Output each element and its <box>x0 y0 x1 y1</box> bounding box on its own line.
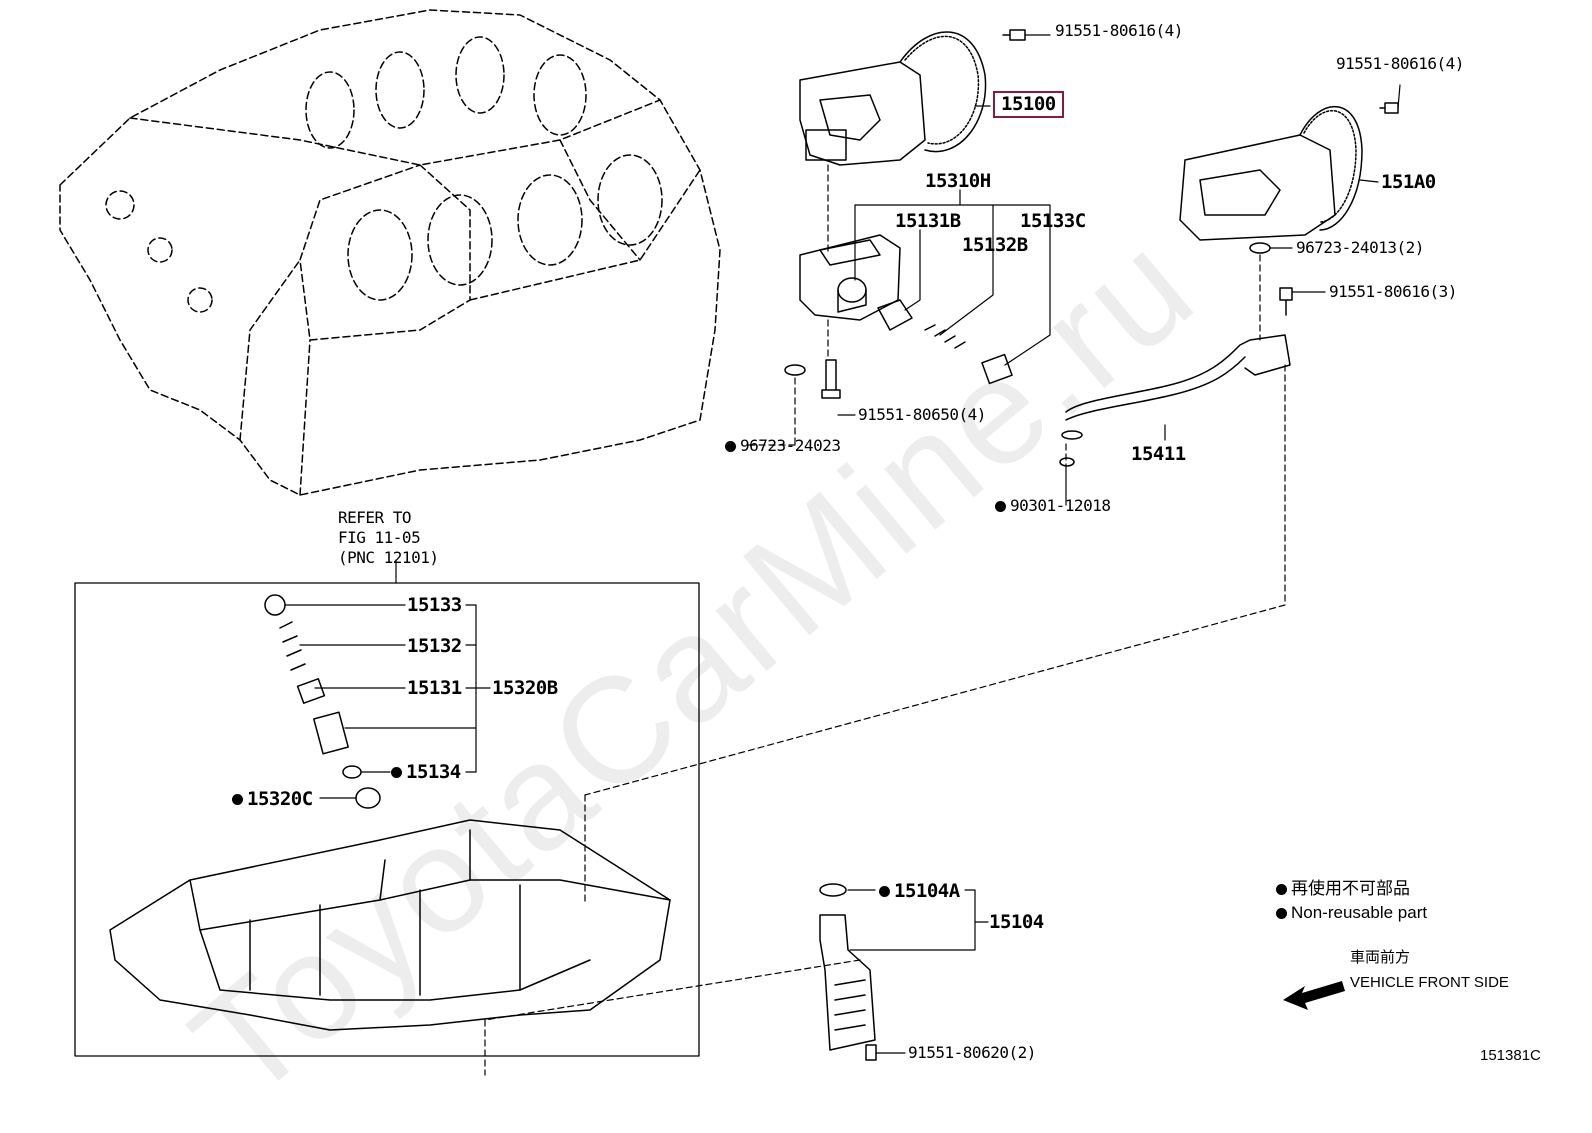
label-15320B: 15320B <box>492 677 558 699</box>
label-151A0: 151A0 <box>1381 171 1436 193</box>
non-reusable-dot-icon <box>995 501 1006 512</box>
refer-note: REFER TO FIG 11-05 (PNC 12101) <box>338 508 439 568</box>
label-15134: 15134 <box>391 763 461 782</box>
refer-line-2: FIG 11-05 <box>338 528 421 547</box>
non-reusable-dot-icon <box>725 441 736 452</box>
front-label-english: VEHICLE FRONT SIDE <box>1350 974 1509 991</box>
label-15132B: 15132B <box>962 234 1028 256</box>
oil-pan-group-box <box>74 582 700 1057</box>
label-96723-24023: 96723-24023 <box>725 438 841 454</box>
label-91551-80616-3: 91551-80616(3) <box>1329 282 1457 301</box>
label-91551-80616-4b: 91551-80616(4) <box>1336 54 1464 73</box>
label-15133: 15133 <box>407 594 462 616</box>
label-91551-80620: 91551-80620(2) <box>908 1043 1036 1062</box>
legend-japanese: 再使用不可部品 <box>1276 880 1410 897</box>
oil-pan-illustration <box>109 819 671 1031</box>
relief-valve-components-illustration <box>264 594 381 809</box>
leader-lines <box>284 34 1401 1054</box>
vehicle-front-arrow-icon <box>1283 981 1345 1010</box>
label-15132: 15132 <box>407 635 462 657</box>
engine-block-illustration <box>59 9 721 496</box>
front-label-japanese: 車両前方 <box>1350 949 1411 966</box>
label-15104A: 15104A <box>879 882 960 901</box>
non-reusable-dot-icon <box>232 794 243 805</box>
label-91551-80616-4a: 91551-80616(4) <box>1055 21 1183 40</box>
label-91551-80650: 91551-80650(4) <box>858 405 986 424</box>
label-15310H: 15310H <box>925 170 991 192</box>
label-15104: 15104 <box>989 911 1044 933</box>
oil-strainer-illustration <box>819 883 877 1061</box>
label-96723-24013: 96723-24013(2) <box>1296 238 1424 257</box>
label-15131: 15131 <box>407 677 462 699</box>
legend-dot-icon <box>1276 908 1287 920</box>
legend-english: Non-reusable part <box>1276 904 1427 921</box>
cylinder-bores <box>105 36 663 313</box>
bolt-illustrations <box>821 29 1399 399</box>
non-reusable-dot-icon <box>879 886 890 897</box>
label-15131B: 15131B <box>895 210 961 232</box>
label-15320C: 15320C <box>232 790 313 809</box>
oil-pump-illustration <box>799 31 987 166</box>
parts-diagram <box>59 9 1401 1076</box>
relief-valve-parts-illustration <box>784 299 1013 385</box>
label-15100-highlighted[interactable]: 15100 <box>993 91 1064 118</box>
legend-dot-icon <box>1276 884 1287 896</box>
relief-valve-housing-illustration <box>799 234 901 321</box>
strainer-pipe-illustration <box>1059 242 1291 467</box>
dashed-leader-lines <box>484 164 1286 1076</box>
label-90301-12018: 90301-12018 <box>995 498 1111 514</box>
refer-line-1: REFER TO <box>338 508 412 527</box>
refer-line-3: (PNC 12101) <box>338 548 439 567</box>
label-15133C: 15133C <box>1020 210 1086 232</box>
label-15411: 15411 <box>1131 443 1186 465</box>
figure-id: 151381C <box>1480 1047 1541 1064</box>
non-reusable-dot-icon <box>391 767 402 778</box>
oil-pump-2-illustration <box>1179 106 1363 241</box>
